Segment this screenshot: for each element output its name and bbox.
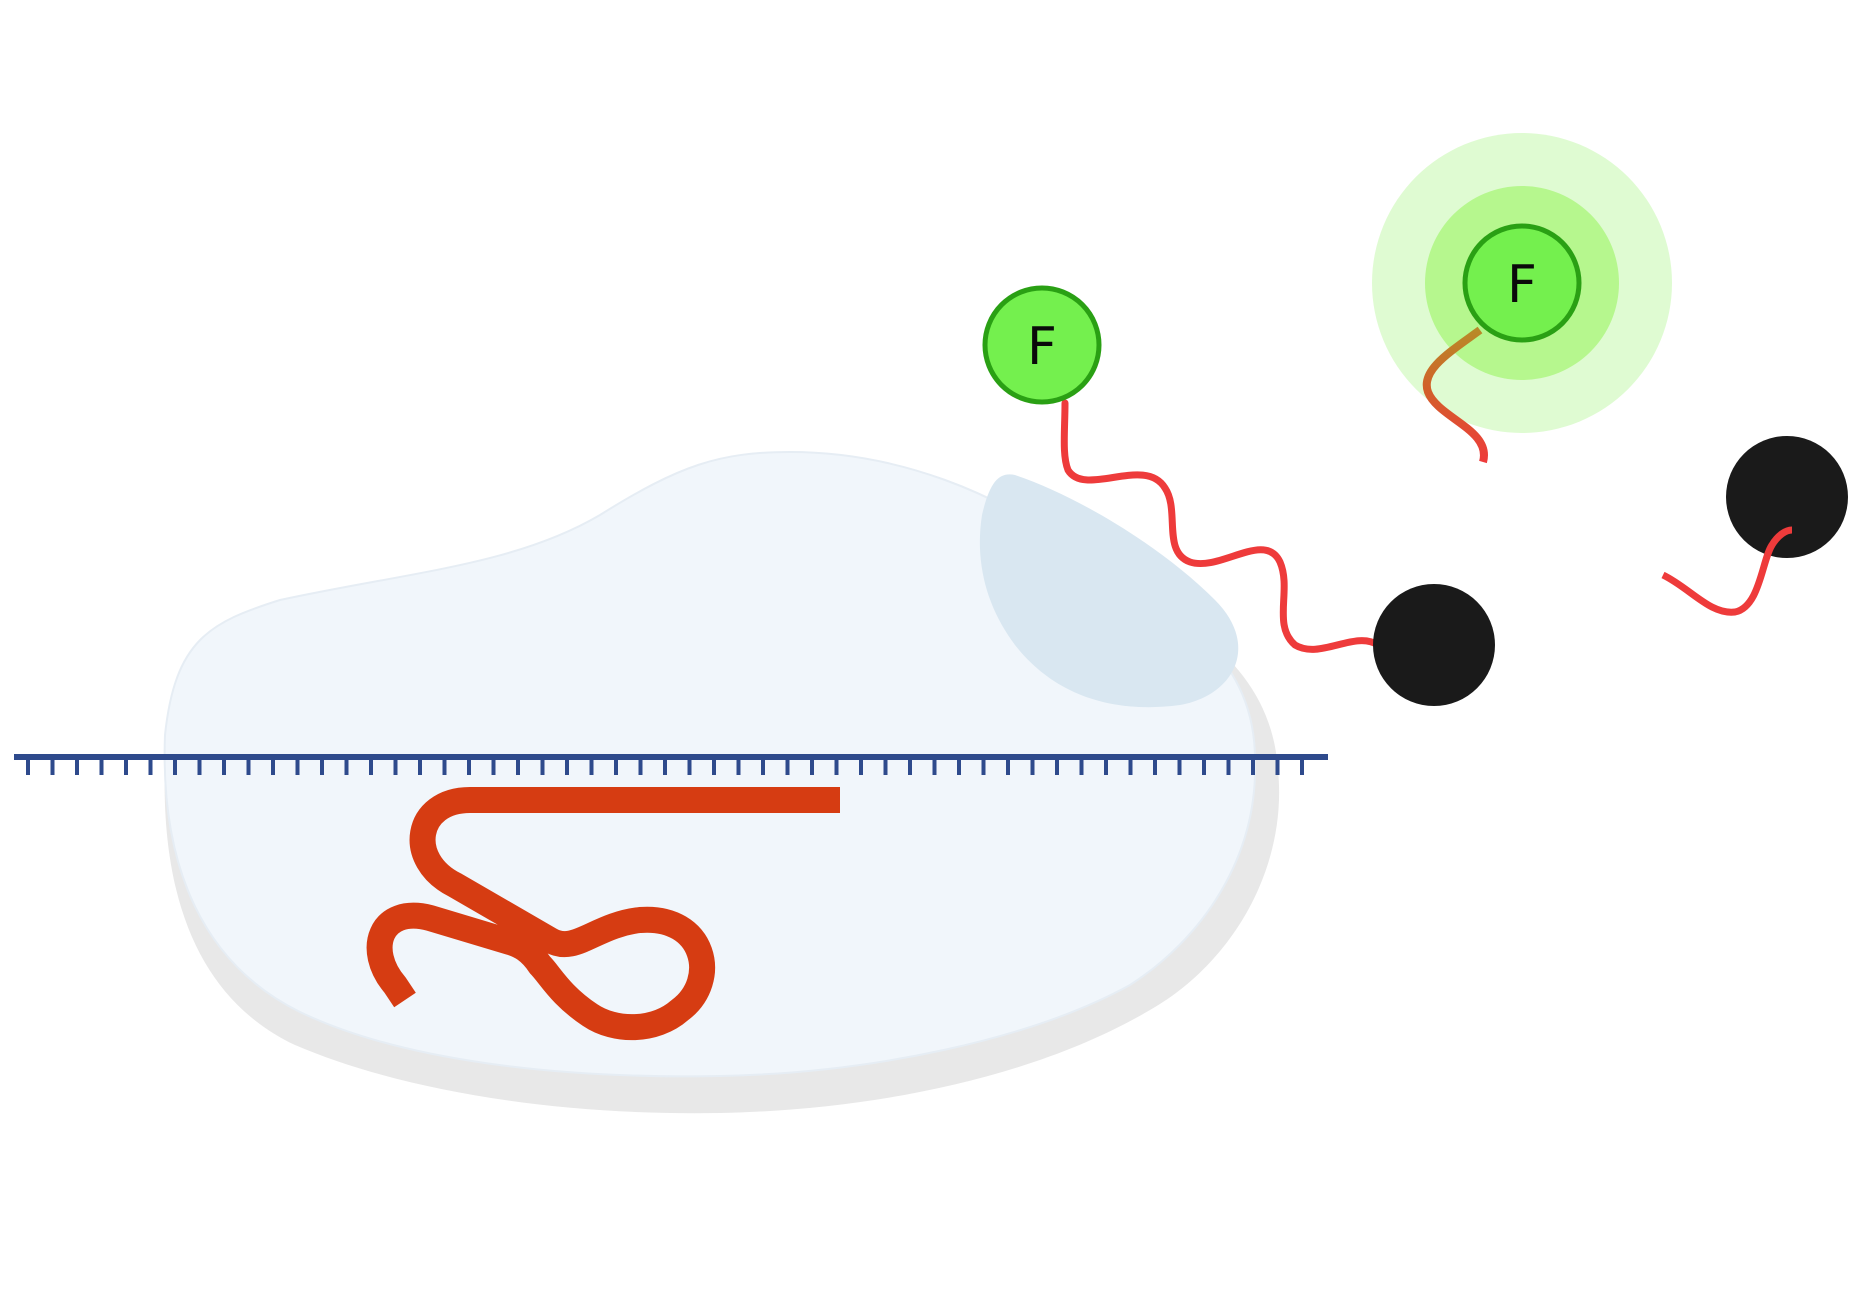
primer-extension-strand <box>366 787 840 1041</box>
template-dna-strand <box>14 754 1328 775</box>
polymerase-active-pocket <box>979 474 1239 708</box>
fluorophore-quenched-label: F <box>1027 317 1057 377</box>
dna-base-ticks <box>26 757 1304 775</box>
quencher-intact <box>1373 584 1495 706</box>
quencher-released <box>1726 436 1848 558</box>
probe-fragment-quencher <box>1661 526 1793 616</box>
fluorophore-quenched-circle <box>982 285 1102 405</box>
released-fluorophore: F <box>1372 133 1672 464</box>
probe-linker-intact <box>1060 399 1382 653</box>
released-quencher <box>1661 436 1848 616</box>
probe-fragment-fluorophore <box>1422 326 1488 464</box>
fluorophore-released-circle <box>1462 223 1582 343</box>
intact-probe: F <box>982 285 1495 706</box>
fluorophore-released-label: F <box>1507 255 1537 315</box>
